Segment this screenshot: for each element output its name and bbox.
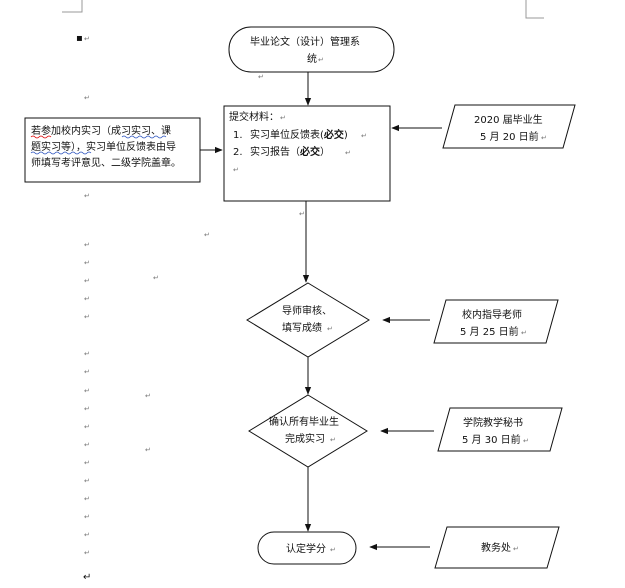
graduates-actor-node[interactable]: 2020 届毕业生 5 月 20 日前 ↵ <box>442 104 576 149</box>
paragraph-mark: ↵ <box>521 329 527 337</box>
secretary-deadline: 5 月 30 日前 <box>462 433 521 446</box>
note-line2: 题实习等），实习单位反馈表由导 <box>31 140 176 153</box>
paragraph-mark: ↵ <box>84 94 90 102</box>
paragraph-mark: ↵ <box>84 459 90 467</box>
grammar-underline <box>121 135 167 139</box>
review-line2: 填写成绩 <box>282 321 322 334</box>
submit-item1: 实习单位反馈表(必交) <box>250 128 348 141</box>
advisor-review-decision[interactable]: 导师审核、 填写成绩 ↵ <box>246 282 370 358</box>
bullet-mark: ▪ <box>76 33 83 44</box>
submit-item1-required: 必交 <box>323 128 344 141</box>
graduates-deadline: 5 月 20 日前 <box>480 130 539 143</box>
review-line1: 导师审核、 <box>282 304 332 317</box>
paragraph-mark: ↵ <box>513 545 519 553</box>
spellcheck-underline <box>30 135 52 139</box>
paragraph-mark: ↵ <box>84 513 90 521</box>
academic-office-label: 教务处 <box>481 541 511 554</box>
confirm-completion-decision[interactable]: 确认所有毕业生 完成实习 ↵ <box>248 394 368 468</box>
paragraph-mark: ↵ <box>145 392 151 400</box>
paragraph-mark: ↵ <box>84 423 90 431</box>
system-title-line1: 毕业论文（设计）管理系 <box>250 35 360 48</box>
page-corner-marks <box>62 0 544 19</box>
confirm-line2: 完成实习 <box>285 432 325 445</box>
system-terminator-node[interactable]: 毕业论文（设计）管理系 统 ↵ <box>228 26 395 73</box>
internal-internship-note-box[interactable]: 若参加校内实习（成习实习、课 题实习等），实习单位反馈表由导 师填写考评意见、二… <box>24 117 201 183</box>
paragraph-mark: ↵ <box>84 277 90 285</box>
note-line1: 若参加校内实习（成习实习、课 <box>31 124 171 137</box>
submit-item1-text: 实习单位反馈表( <box>250 128 324 141</box>
paragraph-mark: ↵ <box>84 35 90 43</box>
paragraph-mark: ↵ <box>153 274 159 282</box>
paragraph-mark: ↵ <box>145 446 151 454</box>
submit-materials-box[interactable]: 提交材料： ↵ 1. 实习单位反馈表(必交) ↵ 2. 实习报告（必交） ↵ ↵ <box>223 105 391 202</box>
paragraph-mark: ↵ <box>233 166 239 174</box>
paragraph-mark: ↵ <box>299 210 305 218</box>
paragraph-mark: ↵ <box>327 325 333 333</box>
margin-marks: ▪ ↵ ↵ ↵ ↵ ↵ ↵ ↵ ↵ ↵ ↵ ↵ ↵ ↵ ↵ ↵ ↵ ↵ ↵ ↵ … <box>76 33 305 583</box>
note-line3: 师填写考评意见、二级学院盖章。 <box>31 156 181 169</box>
paragraph-mark: ↵ <box>84 295 90 303</box>
confirm-line1: 确认所有毕业生 <box>269 415 339 428</box>
submit-item1-close: ) <box>344 130 348 141</box>
paragraph-mark: ↵ <box>523 437 529 445</box>
paragraph-mark: ↵ <box>330 436 336 444</box>
grammar-underline <box>30 151 92 155</box>
graduates-label: 2020 届毕业生 <box>474 113 543 126</box>
credit-label: 认定学分 <box>286 542 326 555</box>
submit-item2-close: ） <box>320 146 330 158</box>
paragraph-mark: ↵ <box>84 405 90 413</box>
paragraph-mark: ↵ <box>318 56 324 64</box>
submit-item2: 实习报告（必交） <box>250 145 330 158</box>
paragraph-mark: ↵ <box>84 549 90 557</box>
paragraph-mark: ↵ <box>345 149 351 157</box>
paragraph-mark: ↵ <box>84 350 90 358</box>
paragraph-mark: ↵ <box>84 259 90 267</box>
paragraph-mark: ↵ <box>84 192 90 200</box>
submit-item2-number: 2. <box>233 147 243 158</box>
system-title-line2: 统 <box>307 52 317 65</box>
paragraph-mark: ↵ <box>361 132 367 140</box>
secretary-actor-node[interactable]: 学院教学秘书 5 月 30 日前 ↵ <box>437 407 563 452</box>
paragraph-mark: ↵ <box>84 313 90 321</box>
advisor-actor-node[interactable]: 校内指导老师 5 月 25 日前 ↵ <box>433 299 559 344</box>
submit-item1-number: 1. <box>233 130 243 141</box>
academic-office-actor-node[interactable]: 教务处 ↵ <box>434 526 560 569</box>
paragraph-mark: ↵ <box>84 368 90 376</box>
paragraph-mark: ↵ <box>330 546 336 554</box>
advisor-deadline: 5 月 25 日前 <box>460 325 519 338</box>
paragraph-mark: ↵ <box>204 231 210 239</box>
paragraph-mark: ↵ <box>84 477 90 485</box>
paragraph-mark: ↵ <box>84 495 90 503</box>
advisor-label: 校内指导老师 <box>462 308 522 321</box>
paragraph-mark: ↵ <box>83 572 91 583</box>
paragraph-mark: ↵ <box>258 73 264 81</box>
paragraph-mark: ↵ <box>84 531 90 539</box>
secretary-label: 学院教学秘书 <box>463 416 523 429</box>
paragraph-mark: ↵ <box>541 134 547 142</box>
paragraph-mark: ↵ <box>280 114 286 122</box>
paragraph-mark: ↵ <box>84 441 90 449</box>
submit-heading: 提交材料： <box>229 110 279 123</box>
submit-item2-text: 实习报告（ <box>250 145 300 158</box>
paragraph-mark: ↵ <box>84 387 90 395</box>
paragraph-mark: ↵ <box>84 241 90 249</box>
credit-terminator-node[interactable]: 认定学分 ↵ <box>257 531 357 565</box>
submit-item2-required: 必交 <box>299 145 320 158</box>
